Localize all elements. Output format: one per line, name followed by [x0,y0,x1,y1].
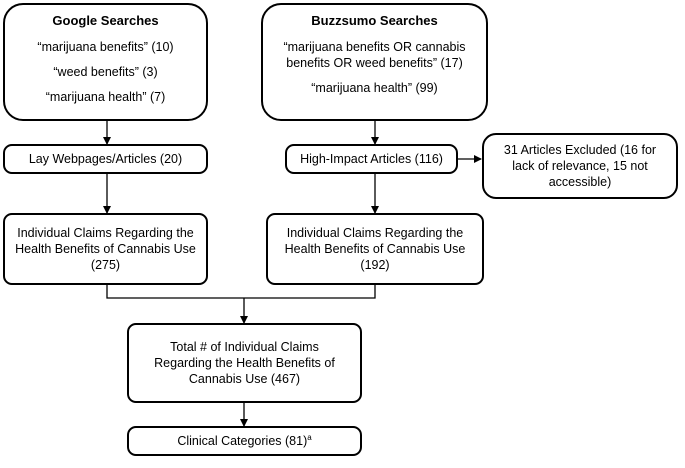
google-searches-title: Google Searches [52,13,159,28]
claims-left-line-3: (275) [90,258,121,272]
high-impact-box: High-Impact Articles (116) [285,144,458,174]
excluded-line-3: accessible) [548,175,612,189]
lay-webpages-label: Lay Webpages/Articles (20) [28,152,183,166]
google-query-1: “marijuana benefits” (10) [37,40,174,54]
clinical-categories-label: Clinical Categories (81) [177,434,308,448]
excluded-line-2: lack of relevance, 15 not [512,159,648,173]
buzzsumo-searches-box: Buzzsumo Searches “marijuana benefits OR… [261,3,488,121]
claims-right-line-3: (192) [360,258,390,272]
google-searches-box: Google Searches “marijuana benefits” (10… [3,3,208,121]
merge-line [106,285,376,299]
google-query-3: “marijuana health” (7) [45,90,166,104]
clinical-categories-label-wrap: Clinical Categories (81)a [177,433,311,449]
buzzsumo-query-2: “marijuana health” (99) [311,81,438,95]
claims-left-line-2: Health Benefits of Cannabis Use [15,242,196,256]
lay-webpages-box: Lay Webpages/Articles (20) [3,144,208,174]
claims-right-box: Individual Claims Regarding the Health B… [266,213,484,285]
total-claims-line-3: Cannabis Use (467) [188,372,301,386]
total-claims-box: Total # of Individual Claims Regarding t… [127,323,362,403]
claims-left-box: Individual Claims Regarding the Health B… [3,213,208,285]
claims-left-line-1: Individual Claims Regarding the [17,226,194,240]
buzzsumo-searches-title: Buzzsumo Searches [311,13,438,28]
claims-right-line-2: Health Benefits of Cannabis Use [284,242,466,256]
claims-right-line-1: Individual Claims Regarding the [286,226,464,240]
buzzsumo-query-1-line-1: “marijuana benefits OR cannabis [283,40,466,54]
buzzsumo-query-1-line-2: benefits OR weed benefits” (17) [286,56,463,70]
clinical-categories-box: Clinical Categories (81)a [127,426,362,456]
high-impact-label: High-Impact Articles (116) [300,152,443,166]
total-claims-line-2: Regarding the Health Benefits of [154,356,335,370]
google-query-2: “weed benefits” (3) [53,65,158,79]
excluded-box: 31 Articles Excluded (16 for lack of rel… [482,133,678,199]
excluded-line-1: 31 Articles Excluded (16 for [503,143,657,157]
total-claims-line-1: Total # of Individual Claims [170,340,319,354]
clinical-footnote-mark: a [307,432,312,442]
